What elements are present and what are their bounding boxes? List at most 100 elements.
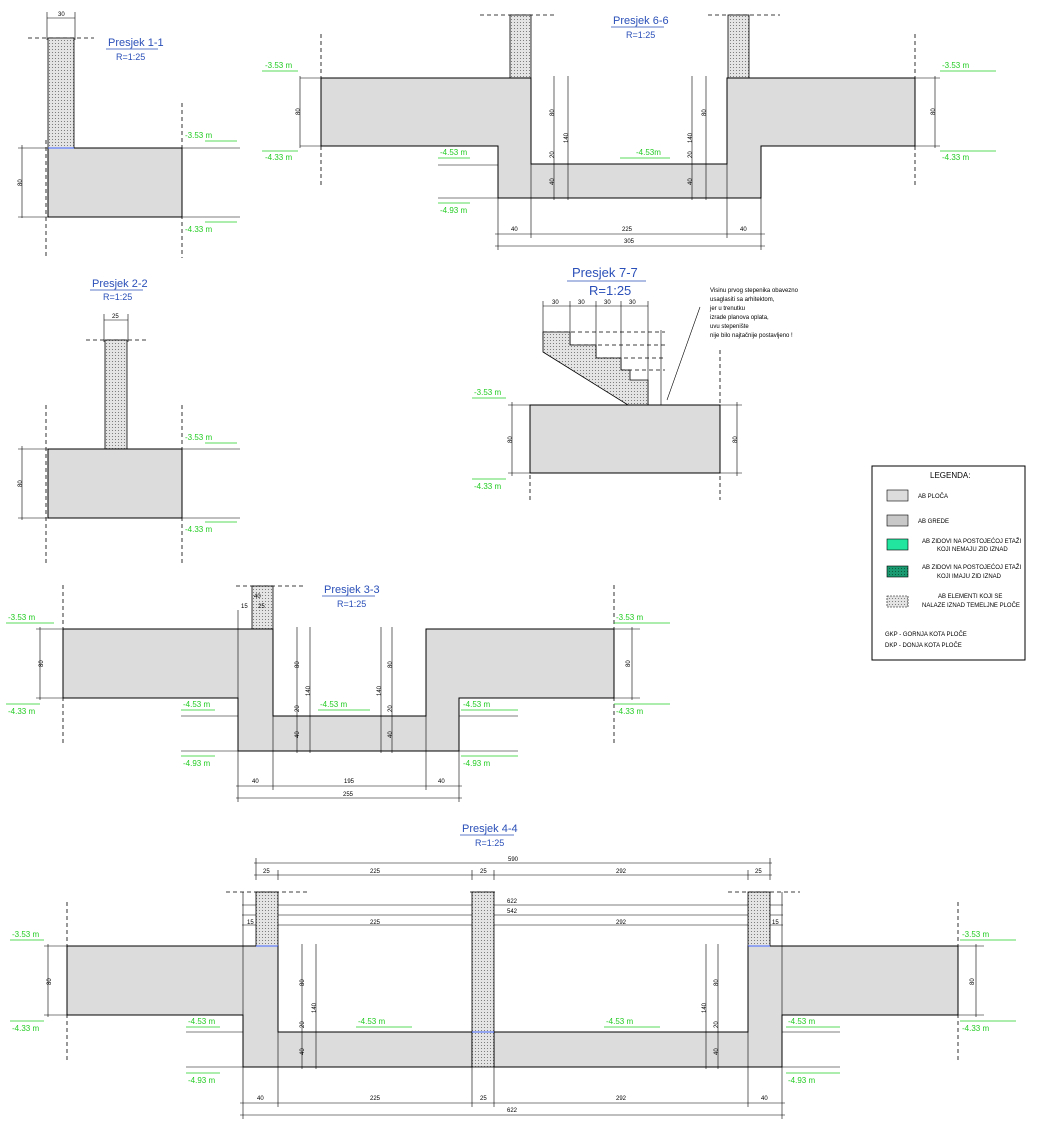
- legend-swatch-slab: [886, 489, 909, 502]
- level-top: -3.53 m: [185, 433, 212, 442]
- dim-label: 40: [550, 178, 556, 185]
- level-mid: -4.53m: [636, 148, 661, 157]
- dim-label: 40: [688, 178, 694, 185]
- legend-item-label: AB ZIDOVI NA POSTOJEĆOJ ETAŽI: [922, 563, 1021, 571]
- legend-title: LEGENDA:: [930, 471, 970, 480]
- dim-label: 25: [263, 869, 270, 875]
- dim-label: 590: [508, 857, 519, 863]
- level-bottom: -4.33 m: [265, 153, 292, 162]
- dim-label: 40: [740, 227, 747, 233]
- dim-label: 195: [344, 779, 355, 785]
- column: [509, 14, 532, 79]
- legend-item-label: AB ELEMENTI KOJI SE: [938, 594, 1002, 600]
- dim-label: 40: [295, 731, 301, 738]
- legend-dkp: DKP - DONJA KOTA PLOČE: [885, 642, 962, 649]
- slab: [62, 628, 615, 752]
- stair-note-line: Visinu prvog stepenika obavezno: [710, 288, 799, 294]
- legend-item-label: AB GREDE: [918, 519, 949, 525]
- level-top: -3.53 m: [942, 61, 969, 70]
- dim-label: 225: [370, 1096, 381, 1102]
- dim-label: 15: [247, 920, 254, 926]
- section-3-3: Presjek 3-3 R=1:25 40 15 25 80 80 80 140…: [6, 584, 670, 802]
- dim-label: 20: [550, 151, 556, 158]
- dim-label: 225: [622, 227, 633, 233]
- level-top: -3.53 m: [616, 613, 643, 622]
- section-6-6-title: Presjek 6-6: [613, 15, 669, 27]
- dim-label: 40: [761, 1096, 768, 1102]
- level-mid: -4.53 m: [440, 148, 467, 157]
- dim-label: 80: [18, 480, 24, 487]
- dim-label: 80: [702, 109, 708, 116]
- legend-item-label: NALAZE IZNAD TEMELJNE PLOČE: [922, 602, 1020, 609]
- dim-label: 40: [388, 731, 394, 738]
- dim-label: 40: [438, 779, 445, 785]
- dim-label: 30: [629, 300, 636, 306]
- dim-label: 80: [714, 979, 720, 986]
- dim-label: 140: [688, 132, 694, 143]
- level-bottom: -4.33 m: [185, 225, 212, 234]
- dim-label: 80: [295, 661, 301, 668]
- column: [47, 37, 75, 149]
- section-1-1: Presjek 1-1 R=1:25 30 80 -3.53 m -4.33 m: [18, 12, 240, 258]
- dim-label: 140: [702, 1002, 708, 1013]
- dim-label: 140: [306, 685, 312, 696]
- dim-label: 25: [258, 604, 265, 610]
- dim-label: 292: [616, 1096, 627, 1102]
- level-deep: -4.93 m: [183, 759, 210, 768]
- dim-label: 25: [480, 869, 487, 875]
- section-6-6: Presjek 6-6 R=1:25 80 80 80 140 20 40 14…: [262, 14, 996, 250]
- dim-label: 80: [733, 436, 739, 443]
- stair-note-line: jer u trenutku: [709, 306, 745, 312]
- legend-swatch-elements-above: [886, 595, 909, 608]
- dim-label: 20: [688, 151, 694, 158]
- section-2-2-scale: R=1:25: [103, 292, 132, 302]
- slab: [47, 448, 183, 519]
- dim-label: 292: [616, 920, 627, 926]
- legend-gkp: GKP - GORNJA KOTA PLOČE: [885, 631, 967, 638]
- level-mid: -4.53 m: [463, 700, 490, 709]
- stair-note-line: nije bilo najtačnije postavljeno !: [710, 333, 793, 339]
- dim-label: 40: [254, 594, 261, 600]
- level-deep: -4.93 m: [463, 759, 490, 768]
- column: [471, 1031, 495, 1068]
- dim-label: 80: [39, 660, 45, 667]
- column: [471, 891, 495, 1033]
- dim-label: 542: [507, 909, 518, 915]
- dim-label: 80: [970, 978, 976, 985]
- dim-label: 255: [343, 792, 354, 798]
- level-bottom: -4.33 m: [616, 707, 643, 716]
- dim-label: 30: [58, 12, 65, 18]
- level-mid: -4.53 m: [183, 700, 210, 709]
- column: [727, 14, 750, 79]
- level-bottom: -4.33 m: [942, 153, 969, 162]
- level-top: -3.53 m: [474, 388, 501, 397]
- level-deep: -4.93 m: [440, 206, 467, 215]
- legend-item-label: AB PLOČA: [918, 493, 948, 500]
- level-bottom: -4.33 m: [8, 707, 35, 716]
- section-2-2: Presjek 2-2 R=1:25 25 80 -3.53 m -4.33 m: [18, 278, 240, 563]
- level-mid: -4.53 m: [188, 1017, 215, 1026]
- stair-note-line: usaglasiti sa arhitektom,: [710, 297, 775, 303]
- level-mid: -4.53 m: [358, 1017, 385, 1026]
- dim-label: 80: [626, 660, 632, 667]
- dim-label: 140: [377, 685, 383, 696]
- section-3-3-title: Presjek 3-3: [324, 584, 380, 596]
- dim-label: 15: [241, 604, 248, 610]
- level-mid: -4.53 m: [788, 1017, 815, 1026]
- level-bottom: -4.33 m: [12, 1024, 39, 1033]
- dim-label: 30: [604, 300, 611, 306]
- level-top: -3.53 m: [12, 930, 39, 939]
- dim-label: 20: [388, 705, 394, 712]
- section-3-3-scale: R=1:25: [337, 599, 366, 609]
- legend-item-label: KOJI IMAJU ZID IZNAD: [937, 574, 1002, 580]
- section-4-4: Presjek 4-4 R=1:25 590 25 225 25 292 25 …: [10, 823, 1016, 1119]
- dim-label: 25: [755, 869, 762, 875]
- dim-label: 622: [507, 1108, 518, 1114]
- dim-label: 25: [480, 1096, 487, 1102]
- section-7-7: Presjek 7-7 R=1:25 30 30 30 30 80 80 -3.…: [472, 265, 799, 500]
- section-6-6-scale: R=1:25: [626, 30, 655, 40]
- slab: [493, 945, 959, 1068]
- stair-note-line: uvu stepenište: [710, 324, 749, 330]
- dim-label: 80: [47, 978, 53, 985]
